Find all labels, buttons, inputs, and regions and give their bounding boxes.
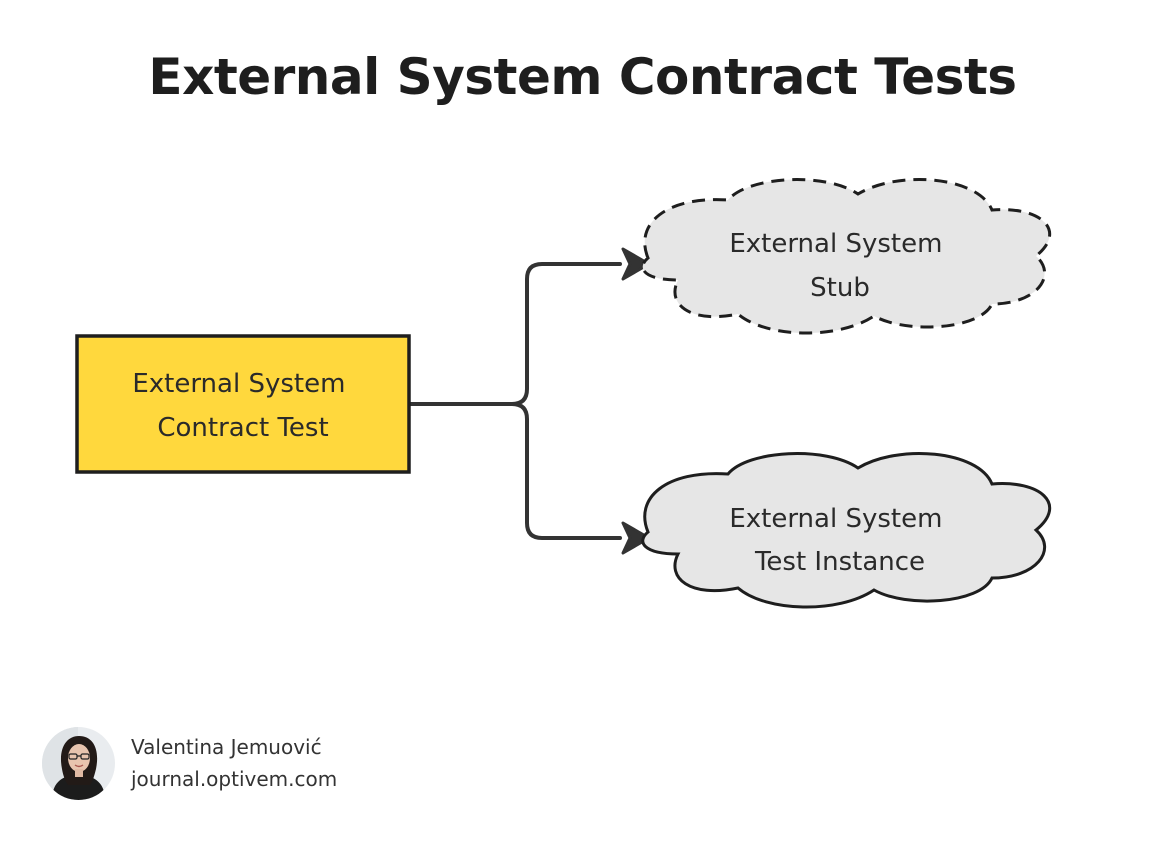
author-website-link[interactable]: journal.optivem.com [131, 767, 338, 791]
edge-to-stub [408, 262, 622, 406]
author-footer: Valentina Jemuović journal.optivem.com [42, 726, 337, 800]
arrowhead-to-test-instance-icon [621, 521, 651, 555]
author-name: Valentina Jemuović [131, 735, 322, 759]
svg-text:External System Contract: External System Contract Test [132, 369, 353, 443]
edge-to-test-instance [408, 402, 622, 540]
test-instance-label-line-1: External System [729, 504, 942, 534]
node-test-instance: External System Test Instance [641, 451, 1052, 609]
svg-text:External System Test Ins: External System Test Instance [729, 504, 950, 577]
avatar [42, 726, 115, 800]
node-contract-test: External System Contract Test [75, 334, 411, 474]
node-stub: External System Stub [641, 177, 1052, 335]
svg-text:External System Stub: External System Stub [729, 229, 950, 303]
contract-test-label-line-2: Contract Test [157, 413, 328, 443]
author-portrait-icon [42, 726, 115, 800]
arrowhead-to-stub-icon [621, 247, 651, 281]
stub-label-line-1: External System [729, 229, 942, 259]
contract-test-label-line-1: External System [132, 369, 345, 399]
test-instance-label-line-2: Test Instance [754, 547, 925, 577]
contract-test-box [75, 334, 411, 474]
stub-label-line-2: Stub [810, 273, 870, 303]
edges [408, 262, 622, 540]
author-info: Valentina Jemuović journal.optivem.com [131, 731, 337, 795]
page-title: External System Contract Tests [148, 48, 1017, 106]
